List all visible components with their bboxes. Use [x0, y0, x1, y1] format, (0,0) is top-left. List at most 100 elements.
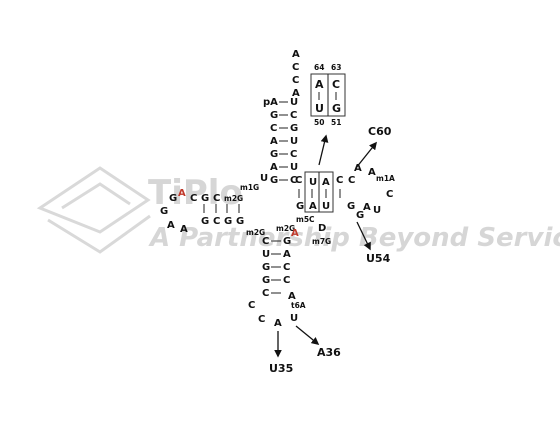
acceptor-tail-nt: A — [292, 49, 300, 60]
tertiary-top-nt: U — [309, 177, 317, 188]
arrow-to-inset — [318, 134, 329, 166]
inset-bottom-letter: G — [332, 102, 341, 115]
t-loop-nt: m1A — [376, 174, 395, 183]
d-loop-nt: A — [178, 188, 186, 199]
d-arm-bottom-nt: G — [224, 216, 232, 227]
callout-a36: A36 — [317, 346, 341, 359]
inset-top-letter: C — [332, 78, 340, 91]
anticodon-pair-right: C — [283, 262, 290, 273]
callout-u54: U54 — [366, 252, 391, 265]
d-loop-nt: A — [180, 224, 188, 235]
acceptor-pair-right: U — [290, 136, 298, 147]
t-loop-nt: A — [368, 167, 376, 178]
inset-base-pairs: 64 63 A C U G 50 51 — [310, 63, 346, 127]
acceptor-pair-left: A — [270, 136, 278, 147]
anticodon-arm: m2G A C G U A G C G C C A C C A U t6A — [248, 224, 306, 329]
d-arm-u: U — [260, 173, 268, 184]
acceptor-pair-right: U — [290, 97, 298, 108]
inset-bottom-letter: U — [315, 102, 324, 115]
d-arm-top-nt: C — [190, 193, 197, 204]
t-loop-nt: A — [354, 163, 362, 174]
acceptor-pair-right: U — [290, 162, 298, 173]
watermark-tagline: A Partnership Beyond Services — [148, 223, 560, 253]
arrow-to-a36 — [295, 325, 320, 345]
acceptor-tail-nt: C — [292, 62, 299, 73]
anticodon-loop-nt: C — [258, 314, 265, 325]
anticodon-pair-left: U — [262, 249, 270, 260]
tertiary-top-nt: A — [322, 177, 330, 188]
acceptor-stem: A C C A pA U G C C G A U G C A U G C — [263, 49, 300, 186]
t-loop-nt: U — [373, 205, 381, 216]
acceptor-pair-right: C — [290, 149, 297, 160]
anticodon-m2g: m2G — [276, 224, 295, 233]
anticodon-t6a: t6A — [291, 301, 306, 310]
tertiary-bottom-nt: A — [309, 201, 317, 212]
anticodon-bonds — [271, 240, 281, 294]
acceptor-pair-left: pA — [263, 97, 278, 108]
anticodon-pair-right: C — [283, 275, 290, 286]
acceptor-pair-left: G — [270, 175, 278, 186]
t-loop-nt: C — [348, 175, 355, 186]
t-arm-m5c: m5C — [296, 215, 315, 224]
d-arm-top-nt: G — [201, 193, 209, 204]
tertiary-left-nt: C — [295, 175, 302, 186]
anticodon-pair-left: G — [262, 275, 270, 286]
d-loop-nt: A — [167, 220, 175, 231]
d-arm-bonds — [203, 204, 240, 213]
t-arm-d: D — [318, 223, 326, 234]
d-loop-nt: G — [169, 193, 177, 204]
inset-bottom-number: 51 — [331, 118, 341, 127]
inset-top-letter: A — [315, 78, 324, 91]
acceptor-pair-right: G — [290, 123, 298, 134]
d-arm-m2g: m2G — [246, 228, 265, 237]
watermark: TiPlo A Partnership Beyond Services — [36, 166, 560, 254]
tertiary-box: U A A U C C G G — [295, 171, 355, 213]
t-loop-nt: A — [363, 202, 371, 213]
d-loop-nt: G — [160, 206, 168, 217]
anticodon-pair-right: G — [283, 236, 291, 247]
d-arm-m1g: m1G — [240, 183, 259, 192]
acceptor-pair-left: G — [270, 149, 278, 160]
d-arm: U m1G A C G C m2G G G A A G C G G m2G — [160, 173, 268, 237]
acceptor-pair-right: C — [290, 175, 297, 186]
callouts: C60 U54 A36 U35 — [269, 125, 392, 375]
acceptor-pair-left: A — [270, 162, 278, 173]
callout-u35: U35 — [269, 362, 293, 375]
acceptor-tail-nt: C — [292, 75, 299, 86]
arrow-to-c60 — [355, 141, 377, 169]
t-loop-nt: C — [386, 189, 393, 200]
anticodon-pair-right: A — [288, 291, 296, 302]
anticodon-loop-nt: C — [248, 300, 255, 311]
d-arm-bottom-nt: G — [201, 216, 209, 227]
t-arm: C A A m1A C U A G m5C D m7G — [296, 163, 395, 246]
d-arm-top-nt: C — [213, 193, 220, 204]
acceptor-tail-nt: A — [292, 88, 300, 99]
callout-c60: C60 — [368, 125, 392, 138]
tertiary-left-low-nt: G — [296, 201, 304, 212]
tertiary-right-low-nt: G — [347, 201, 355, 212]
d-arm-top-nt: m2G — [224, 194, 243, 203]
d-arm-bottom-nt: G — [236, 216, 244, 227]
anticodon-pair-left: G — [262, 262, 270, 273]
acceptor-bonds — [279, 101, 288, 181]
inset-bottom-number: 50 — [314, 118, 324, 127]
acceptor-pair-left: C — [270, 123, 277, 134]
d-arm-bottom-nt: C — [213, 216, 220, 227]
tertiary-bottom-nt: U — [322, 201, 330, 212]
t-loop-nt: G — [356, 210, 364, 221]
acceptor-pair-right: C — [290, 110, 297, 121]
anticodon-pair-left: C — [262, 236, 269, 247]
anticodon-a-red: A — [291, 228, 299, 239]
inset-top-number: 64 — [314, 63, 324, 72]
anticodon-pair-right: A — [283, 249, 291, 260]
watermark-logo-icon — [36, 166, 151, 254]
inset-top-number: 63 — [331, 63, 341, 72]
anticodon-loop-nt: U — [290, 313, 298, 324]
anticodon-loop-nt: A — [274, 318, 282, 329]
acceptor-pair-left: G — [270, 110, 278, 121]
tertiary-right-nt: C — [336, 175, 343, 186]
t-arm-m7g: m7G — [312, 237, 331, 246]
arrows — [274, 134, 377, 358]
arrow-to-u54 — [356, 221, 371, 251]
